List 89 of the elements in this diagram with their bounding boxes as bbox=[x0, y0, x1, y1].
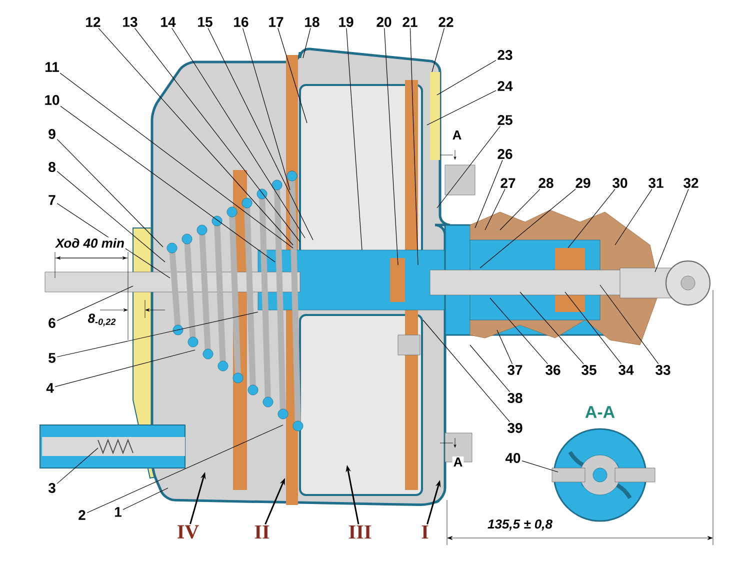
callout-number: 34 bbox=[618, 365, 634, 375]
callout-number: 40 bbox=[505, 453, 520, 463]
callout-number: 7 bbox=[48, 195, 56, 205]
leader-line bbox=[490, 298, 548, 364]
callout-number: 5 bbox=[48, 353, 56, 363]
leader-line bbox=[122, 488, 168, 510]
leader-line bbox=[56, 312, 258, 358]
section-numeral: I bbox=[422, 525, 428, 539]
callout-number: 36 bbox=[546, 365, 560, 375]
callout-number: 20 bbox=[376, 17, 392, 27]
callout-number: 13 bbox=[123, 17, 138, 27]
leader-line bbox=[172, 28, 306, 238]
leader-line bbox=[302, 28, 311, 58]
callout-number: 35 bbox=[582, 365, 596, 375]
callout-number: 28 bbox=[538, 178, 554, 188]
leader-line bbox=[134, 28, 300, 242]
callout-number: 1 bbox=[115, 507, 122, 517]
callout-number: 21 bbox=[402, 17, 418, 27]
leader-line bbox=[480, 188, 576, 268]
dimension-label: A bbox=[451, 130, 463, 140]
leader-line bbox=[56, 138, 164, 248]
leader-line bbox=[410, 28, 418, 266]
leader-line bbox=[564, 292, 622, 364]
callout-number: 11 bbox=[45, 62, 60, 72]
callout-number: 16 bbox=[234, 17, 248, 27]
callout-number: 18 bbox=[305, 17, 320, 27]
leader-line bbox=[98, 28, 294, 246]
callout-number: 19 bbox=[339, 17, 354, 27]
section-numeral: IV bbox=[178, 525, 199, 539]
leader-line bbox=[56, 170, 166, 262]
leader-line bbox=[500, 188, 540, 230]
callout-number: 8 bbox=[48, 162, 56, 172]
callout-number: 14 bbox=[161, 17, 176, 27]
leader-line bbox=[426, 90, 496, 126]
section-label: A-A bbox=[585, 406, 615, 418]
dimension-label: Ход 40 min bbox=[54, 237, 126, 249]
leader-line bbox=[614, 188, 652, 246]
callout-number: 9 bbox=[48, 129, 56, 139]
leader-line bbox=[56, 448, 98, 484]
dimension-label: 135,5 ± 0,8 bbox=[486, 518, 554, 532]
callout-number: 10 bbox=[45, 95, 60, 105]
leader-line bbox=[436, 60, 496, 96]
leader-line bbox=[568, 188, 616, 248]
callout-number: 30 bbox=[612, 178, 628, 188]
callout-number: 26 bbox=[498, 149, 512, 159]
leader-line bbox=[60, 72, 294, 248]
callout-number: 37 bbox=[508, 365, 522, 375]
leader-line bbox=[242, 28, 290, 190]
leader-line bbox=[436, 126, 501, 208]
leader-line bbox=[470, 344, 510, 392]
callout-number: 22 bbox=[438, 17, 454, 27]
leader-line bbox=[56, 286, 134, 321]
callout-number: 25 bbox=[498, 115, 512, 125]
callout-number: 15 bbox=[198, 17, 212, 27]
leader-line bbox=[346, 28, 362, 250]
leader-line bbox=[522, 460, 558, 472]
leader-line bbox=[86, 424, 284, 514]
callout-number: 31 bbox=[648, 178, 664, 188]
leader-line bbox=[54, 350, 196, 387]
callout-number: 23 bbox=[498, 50, 512, 60]
leader-line bbox=[278, 28, 308, 124]
callout-number: 2 bbox=[78, 510, 86, 520]
leader-line bbox=[384, 28, 398, 266]
leader-line bbox=[422, 320, 510, 422]
callout-number: 38 bbox=[508, 393, 522, 403]
callout-number: 33 bbox=[656, 365, 670, 375]
leader-line bbox=[208, 28, 314, 240]
callout-number: 39 bbox=[508, 423, 522, 433]
dimension-label: 8$_{-0,22}$ bbox=[86, 312, 118, 328]
leader-line bbox=[520, 292, 584, 364]
callout-number: 27 bbox=[500, 178, 516, 188]
section-numeral: III bbox=[349, 525, 371, 539]
callout-number: 6 bbox=[48, 318, 56, 328]
leader-line bbox=[432, 28, 445, 72]
leader-line bbox=[484, 188, 506, 230]
leader-line bbox=[654, 188, 689, 272]
callout-number: 24 bbox=[498, 81, 513, 91]
callout-number: 12 bbox=[86, 17, 100, 27]
callout-number: 4 bbox=[46, 383, 54, 393]
leader-line bbox=[600, 284, 659, 364]
leader-line bbox=[496, 330, 513, 364]
section-numeral: II bbox=[254, 525, 270, 539]
dimension-label: A bbox=[452, 456, 464, 468]
leader-line bbox=[474, 160, 503, 228]
callout-number: 3 bbox=[48, 483, 56, 493]
callout-number: 29 bbox=[576, 178, 590, 188]
leader-line bbox=[60, 106, 276, 262]
callout-number: 32 bbox=[684, 178, 698, 188]
callout-number: 17 bbox=[269, 17, 284, 27]
